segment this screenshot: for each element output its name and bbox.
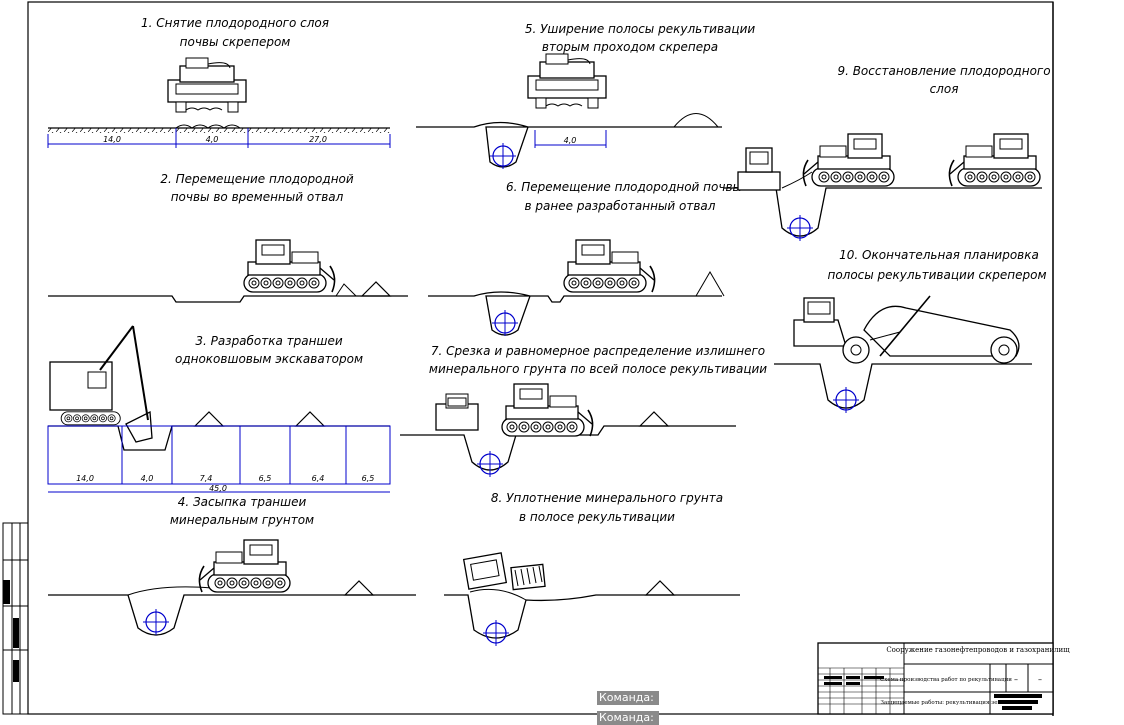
dim-3d: 6,5 — [259, 474, 272, 483]
step-9-subtitle: слоя — [930, 82, 959, 96]
dim-1c: 27,0 — [309, 135, 327, 144]
dim-3f: 6,5 — [362, 474, 375, 483]
step-3-title: 3. Разработка траншеи — [195, 334, 343, 348]
scraper-side-icon — [793, 295, 1020, 364]
step-3-subtitle: одноковшовым экскаватором — [175, 352, 363, 366]
step-6: 6. Перемещение плодородной почвы в ранее… — [428, 180, 742, 337]
step-4: 4. Засыпка траншеи минеральным грунтом — [48, 495, 416, 636]
dim-1b: 4,0 — [206, 135, 219, 144]
scraper-icon — [167, 57, 247, 113]
dim-1a: 14,0 — [103, 135, 121, 144]
step-5: 5. Уширение полосы рекультивации вторым … — [416, 22, 756, 170]
bulldozer-icon — [199, 540, 290, 592]
step-10-subtitle: полосы рекультивации скрепером — [827, 268, 1046, 282]
step-2: 2. Перемещение плодородной почвы во врем… — [48, 172, 408, 303]
step-1: 1. Снятие плодородного слоя почвы скрепе… — [47, 16, 391, 148]
step-7-title: 7. Срезка и равномерное распределение из… — [431, 344, 765, 358]
dim-3-total: 45,0 — [209, 484, 227, 493]
dim-3b: 4,0 — [141, 474, 154, 483]
step-9: 9. Восстановление плодородного слоя — [724, 64, 1051, 242]
step-4-title: 4. Засыпка траншеи — [178, 495, 307, 509]
bulldozer-icon — [949, 134, 1040, 186]
roller-icon — [462, 552, 546, 601]
command-line-input[interactable]: Команда: — [597, 711, 659, 725]
title-block-subtitle: Защищаемые работы: рекультивация земель — [881, 699, 1012, 706]
title-block-sheet: Схема производства работ по рекультиваци… — [880, 676, 1012, 683]
step-7-subtitle: минерального грунта по всей полосе рекул… — [429, 362, 767, 376]
step-7: 7. Срезка и равномерное распределение из… — [400, 344, 767, 478]
bulldozer-icon — [564, 240, 655, 292]
scraper-icon — [527, 53, 607, 109]
bulldozer-icon — [244, 240, 335, 292]
dim-3a: 14,0 — [76, 474, 94, 483]
step-6-subtitle: в ранее разработанный отвал — [525, 199, 716, 213]
step-4-subtitle: минеральным грунтом — [170, 513, 314, 527]
dim-3e: 6,4 — [312, 474, 325, 483]
step-5-title: 5. Уширение полосы рекультивации — [525, 22, 756, 36]
excavator-icon — [49, 325, 153, 443]
margin-stamp — [2, 522, 29, 715]
step-9-title: 9. Восстановление плодородного — [837, 64, 1050, 78]
step-8-subtitle: в полосе рекультивации — [519, 510, 675, 524]
title-block: Сооружение газонефтепроводов и газохрани… — [817, 642, 1070, 715]
dim-3c: 7,4 — [200, 474, 213, 483]
step-5-subtitle: вторым проходом скрепера — [542, 40, 718, 54]
step-8: 8. Уплотнение минерального грунта в поло… — [444, 491, 740, 647]
bulldozer-icon — [502, 384, 593, 436]
bulldozer-rear-icon — [435, 393, 479, 431]
step-1-subtitle: почвы скрепером — [180, 35, 291, 49]
step-3: 3. Разработка траншеи одноковшовым экска… — [47, 325, 391, 493]
step-2-title: 2. Перемещение плодородной — [160, 172, 354, 186]
bulldozer-icon — [803, 134, 894, 186]
svg-text:–: – — [1014, 675, 1018, 684]
bulldozer-rear-icon — [737, 147, 781, 191]
step-10: 10. Окончательная планировка полосы реку… — [774, 248, 1047, 414]
title-block-title: Сооружение газонефтепроводов и газохрани… — [886, 646, 1070, 654]
svg-text:–: – — [1038, 675, 1042, 684]
step-8-title: 8. Уплотнение минерального грунта — [491, 491, 723, 505]
step-1-title: 1. Снятие плодородного слоя — [141, 16, 329, 30]
dim-5a: 4,0 — [564, 136, 577, 145]
command-line-history: Команда: — [597, 691, 659, 705]
step-6-title: 6. Перемещение плодородной почвы — [506, 180, 742, 194]
step-2-subtitle: почвы во временный отвал — [171, 190, 344, 204]
step-10-title: 10. Окончательная планировка — [839, 248, 1039, 262]
